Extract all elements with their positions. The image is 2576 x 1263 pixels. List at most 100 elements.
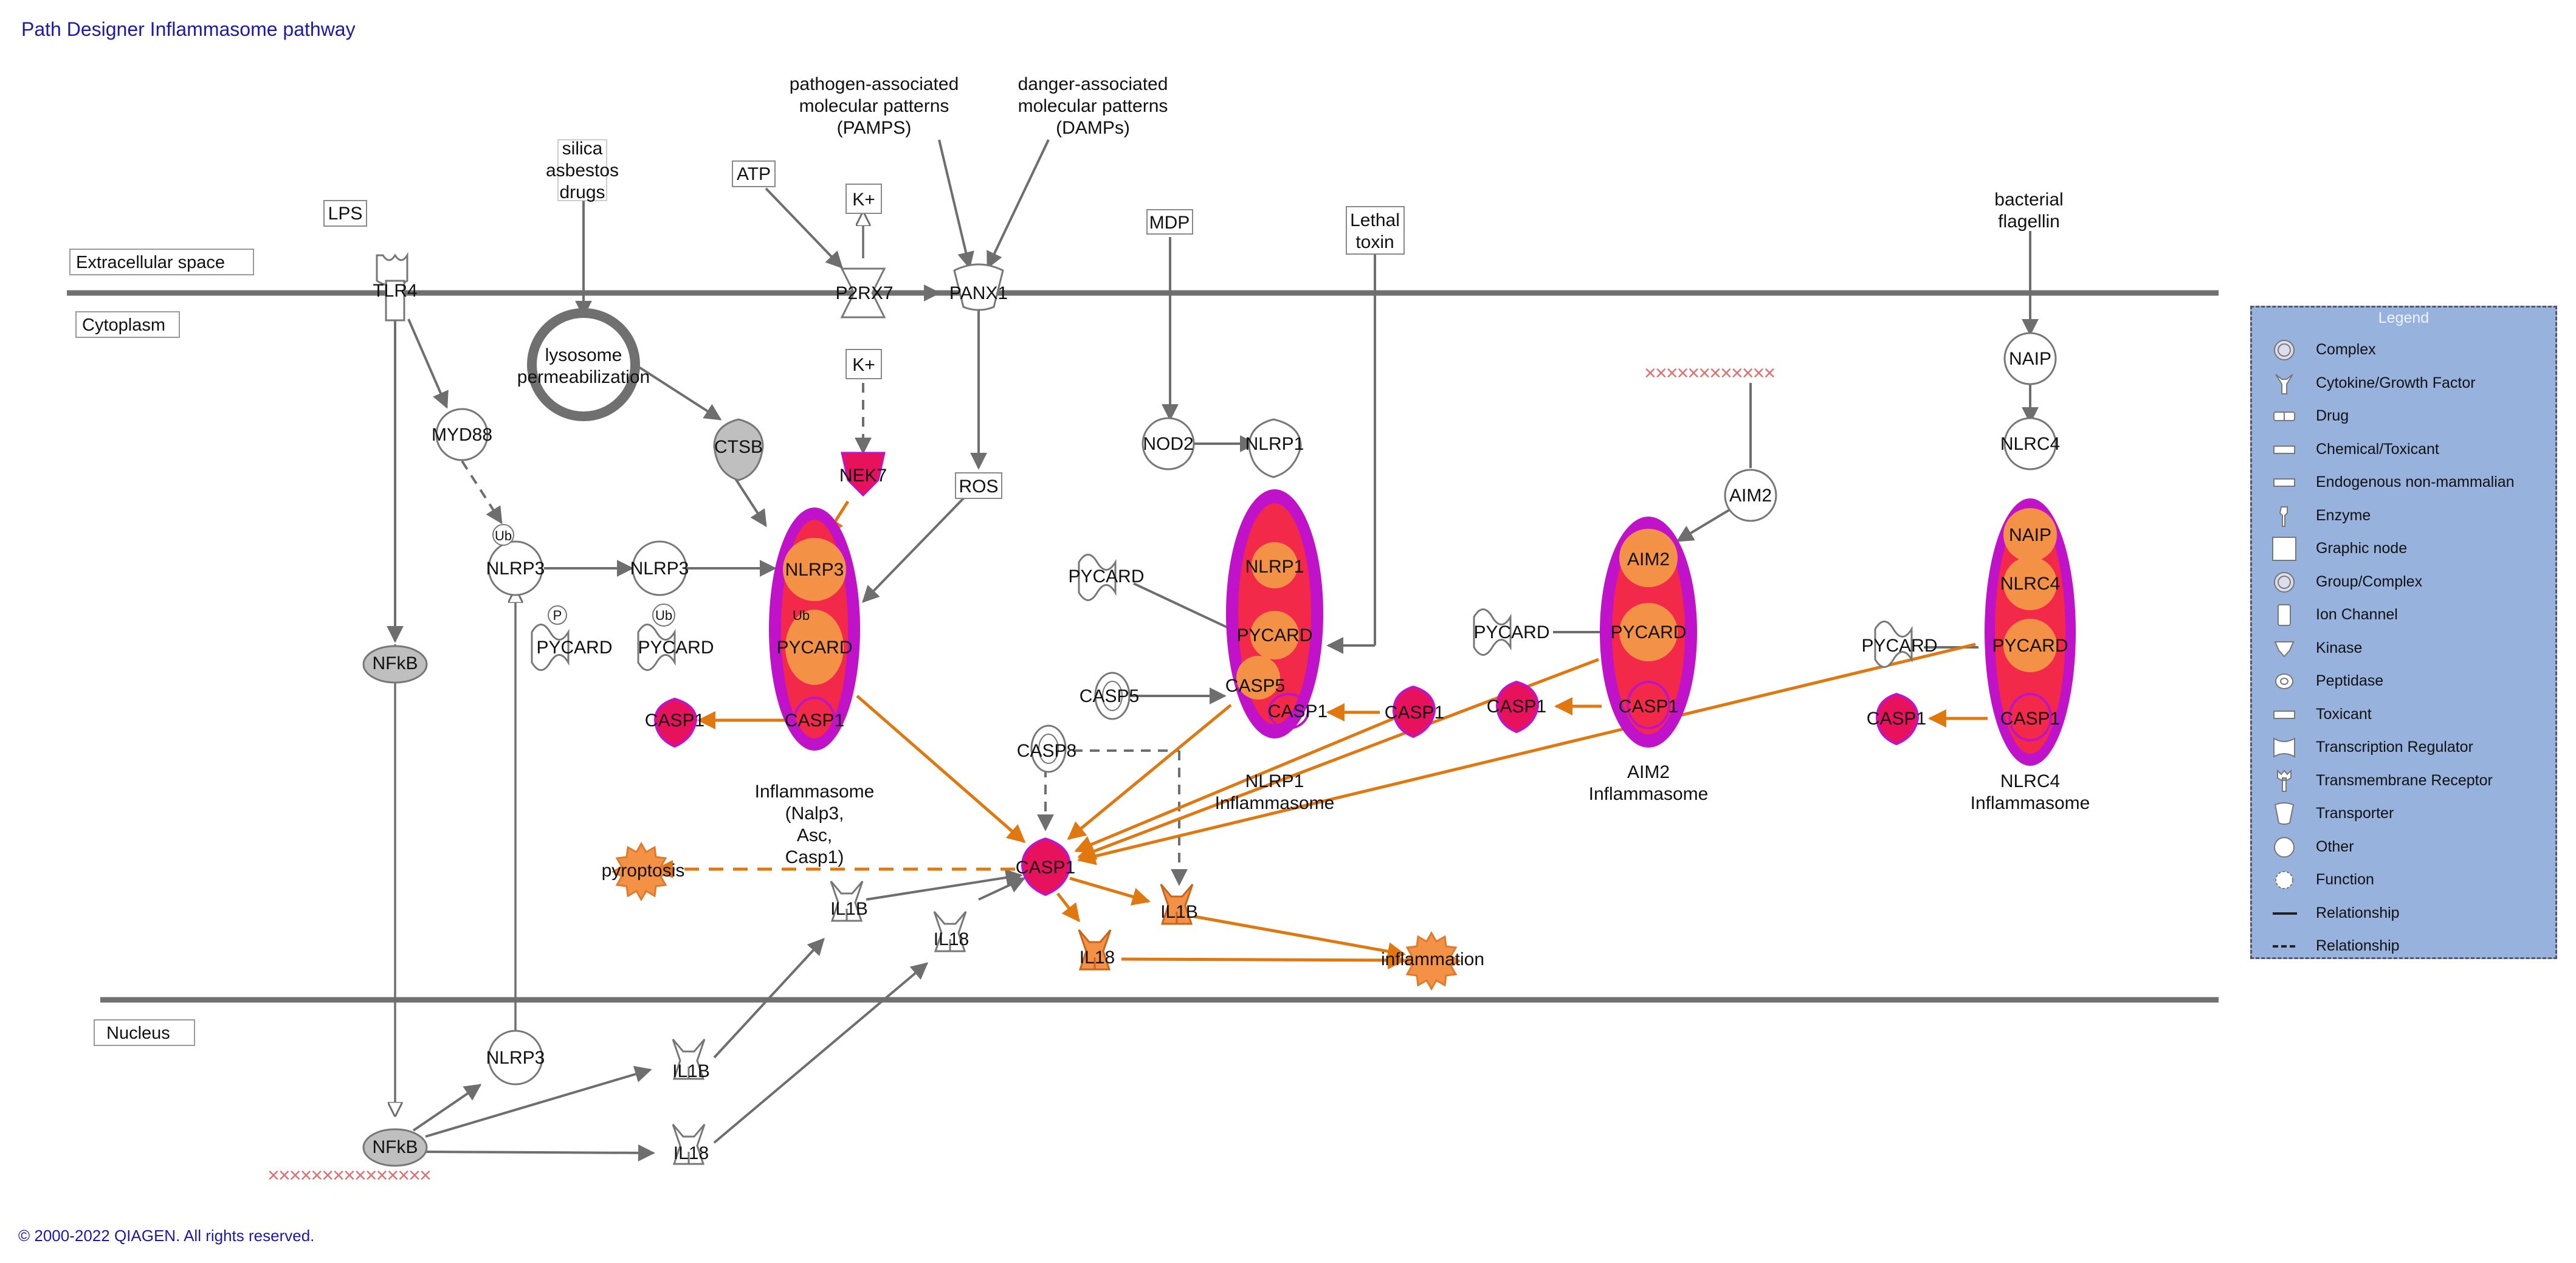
ctsb-node [713,418,764,481]
pycard-node-aim2 [1473,608,1512,656]
pycard-node-a [531,624,570,671]
pycard-node-nlrp1 [1078,554,1117,601]
label-damps-3: (DAMPs) [1056,118,1130,138]
inflammation-node [1401,931,1462,991]
label-ub-complex: Ub [793,608,810,623]
mdp-node [1146,209,1193,235]
svg-text:Extracellular space: Extracellular space [76,253,225,272]
casp1-node-center [1021,837,1072,896]
label-lethal-1: Lethal [1350,210,1400,230]
label-nfkb-cytoplasm: NFkB [373,653,418,673]
label-aim2: AIM2 [1729,486,1772,506]
legend-item-label: Transporter [2316,805,2394,822]
legend-item-label: Peptidase [2316,672,2384,689]
label-pamps-2: molecular patterns [799,96,949,116]
legend-item-label: Transmembrane Receptor [2316,771,2493,789]
label-casp1-center: CASP1 [1016,858,1075,878]
legend-item: Other [2252,832,2555,862]
label-flagellin: flagellin [1998,212,2060,232]
label-kplus-bottom: K+ [852,355,875,375]
label-pamps-3: (PAMPS) [837,118,912,138]
label-naip-complex: NAIP [2009,525,2051,545]
legend-item: Kinase [2252,633,2555,664]
cross-marks-bottom: ××××××××××××××× [267,1164,430,1187]
label-casp1-aim2-complex: CASP1 [1619,697,1678,717]
kplus-node-bottom [845,349,882,379]
legend-item: Transporter [2252,799,2555,829]
legend-item: Group/Complex [2252,567,2555,597]
legend-item-label: Endogenous non-mammalian [2316,473,2515,490]
legend-item: Complex [2252,335,2555,365]
label-inflammasome-4: Casp1) [785,847,844,867]
label-lysosome-1: lysosome [545,345,622,365]
page-title: Path Designer Inflammasome pathway [21,18,356,40]
nlrp3-node-a [487,540,543,596]
transmembrane-receptor-icon [2270,768,2298,794]
label-atp: ATP [737,164,771,184]
label-casp1-nlrc4-complex: CASP1 [2000,709,2060,729]
label-lethal-2: toxin [1355,232,1394,252]
label-il18-nucleus: IL18 [673,1143,709,1163]
relationship-dashed-icon [2270,934,2298,959]
legend-item: Toxicant [2252,700,2555,730]
casp8-node [1030,724,1067,773]
kinase-icon [2270,636,2298,661]
legend-item: Enzyme [2252,501,2555,531]
legend-item: Relationship [2252,931,2555,962]
label-kplus-top: K+ [852,190,875,210]
legend-item-label: Drug [2316,407,2349,424]
endogenous-icon [2270,470,2298,495]
compartment-cytoplasm: Cytoplasm [75,311,180,338]
label-pycard-nlrp1-complex: PYCARD [1236,625,1312,645]
il1b-node-cytoplasm [830,881,864,922]
naip-node [2003,332,2057,385]
label-il1b-nucleus: IL1B [672,1061,710,1081]
label-nlrc4-infl-1: NLRC4 [2000,771,2060,791]
legend-item: Function [2252,865,2555,895]
label-nlrp1: NLRP1 [1245,434,1304,454]
atp-node [732,160,776,187]
legend-item: Chemical/Toxicant [2252,435,2555,465]
lysosome-node [527,308,640,421]
nlrp1-node [1248,418,1302,478]
pycard-node-nlrc4 [1874,621,1913,668]
complex-icon [2270,337,2298,363]
label-nlrc4-infl-2: Inflammasome [1971,793,2090,813]
label-ctsb: CTSB [714,437,763,457]
nlrp3-inflammasome [769,508,860,751]
label-casp5: CASP5 [1080,686,1139,706]
svg-text:Nucleus: Nucleus [106,1024,170,1043]
pycard-node-b [637,624,676,671]
label-pycard-complex: PYCARD [776,638,852,658]
label-inflammation: inflammation [1381,949,1484,969]
tlr4-node [376,252,408,322]
legend-item-label: Function [2316,871,2374,888]
legend-item-label: Transcription Regulator [2316,738,2473,755]
grey-edges [387,139,2039,1161]
function-icon [2270,867,2298,893]
transcription-regulator-icon [2270,735,2298,760]
label-drugs: drugs [559,182,605,202]
label-pycard-b: PYCARD [638,638,714,658]
nek7-node [841,452,886,497]
label-pycard-aim2: PYCARD [1473,622,1549,642]
nlrp3-nucleus-node [487,1030,543,1086]
label-damps-2: molecular patterns [1018,96,1168,116]
label-aim2-complex: AIM2 [1627,549,1670,570]
label-pycard-nlrc4-complex: PYCARD [1992,636,2068,656]
legend-item: Ion Channel [2252,600,2555,630]
label-pycard-nlrc4: PYCARD [1861,636,1937,656]
label-il18-orange: IL18 [1080,948,1115,968]
nod2-node [1142,417,1195,470]
lethal-toxin-node [1346,206,1405,255]
drug-icon [2270,404,2298,429]
il18-node-cytoplasm [933,911,967,952]
label-nlrp1-complex: NLRP1 [1245,557,1304,577]
label-casp1-nlrp1-complex: CASP1 [1268,701,1328,721]
legend-item: Drug [2252,401,2555,432]
graphic-node-icon [2270,536,2298,562]
grey-dashed-edges [452,383,1188,886]
label-pycard-a: PYCARD [536,638,612,658]
label-ros: ROS [959,477,998,497]
